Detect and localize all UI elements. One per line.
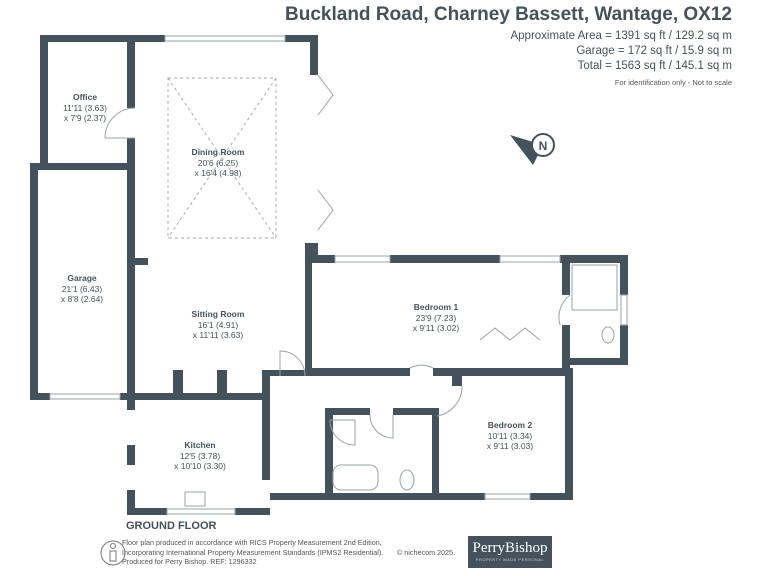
logo-tagline: PROPERTY MADE PERSONAL	[475, 557, 545, 562]
compass: N	[510, 125, 576, 165]
garage-area: Garage = 172 sq ft / 15.9 sq m	[576, 45, 732, 57]
person-icon	[100, 540, 126, 566]
brand-logo: PerryBishop PROPERTY MADE PERSONAL	[468, 536, 552, 568]
footer-line: Produced for Perry Bishop. REF: 1296332	[122, 557, 257, 566]
footer-line: Floor plan produced in accordance with R…	[122, 538, 382, 547]
walls	[30, 35, 628, 515]
compass-north-label: N	[539, 139, 548, 153]
total-area: Total = 1563 sq ft / 145.1 sq m	[577, 60, 732, 72]
property-title: Buckland Road, Charney Bassett, Wantage,…	[285, 4, 732, 25]
rooflight	[167, 77, 277, 239]
disclaimer: For identification only - Not to scale	[614, 78, 732, 87]
floor-label: GROUND FLOOR	[126, 520, 217, 532]
footer-notes: Floor plan produced in accordance with R…	[122, 538, 383, 567]
copyright: © nichecom 2025.	[397, 548, 456, 557]
approx-area: Approximate Area = 1391 sq ft / 129.2 sq…	[510, 30, 732, 42]
footer-line: Incorporating International Property Mea…	[122, 547, 384, 557]
windows-and-doors	[49, 35, 628, 515]
logo-name: PerryBishop	[472, 540, 548, 556]
